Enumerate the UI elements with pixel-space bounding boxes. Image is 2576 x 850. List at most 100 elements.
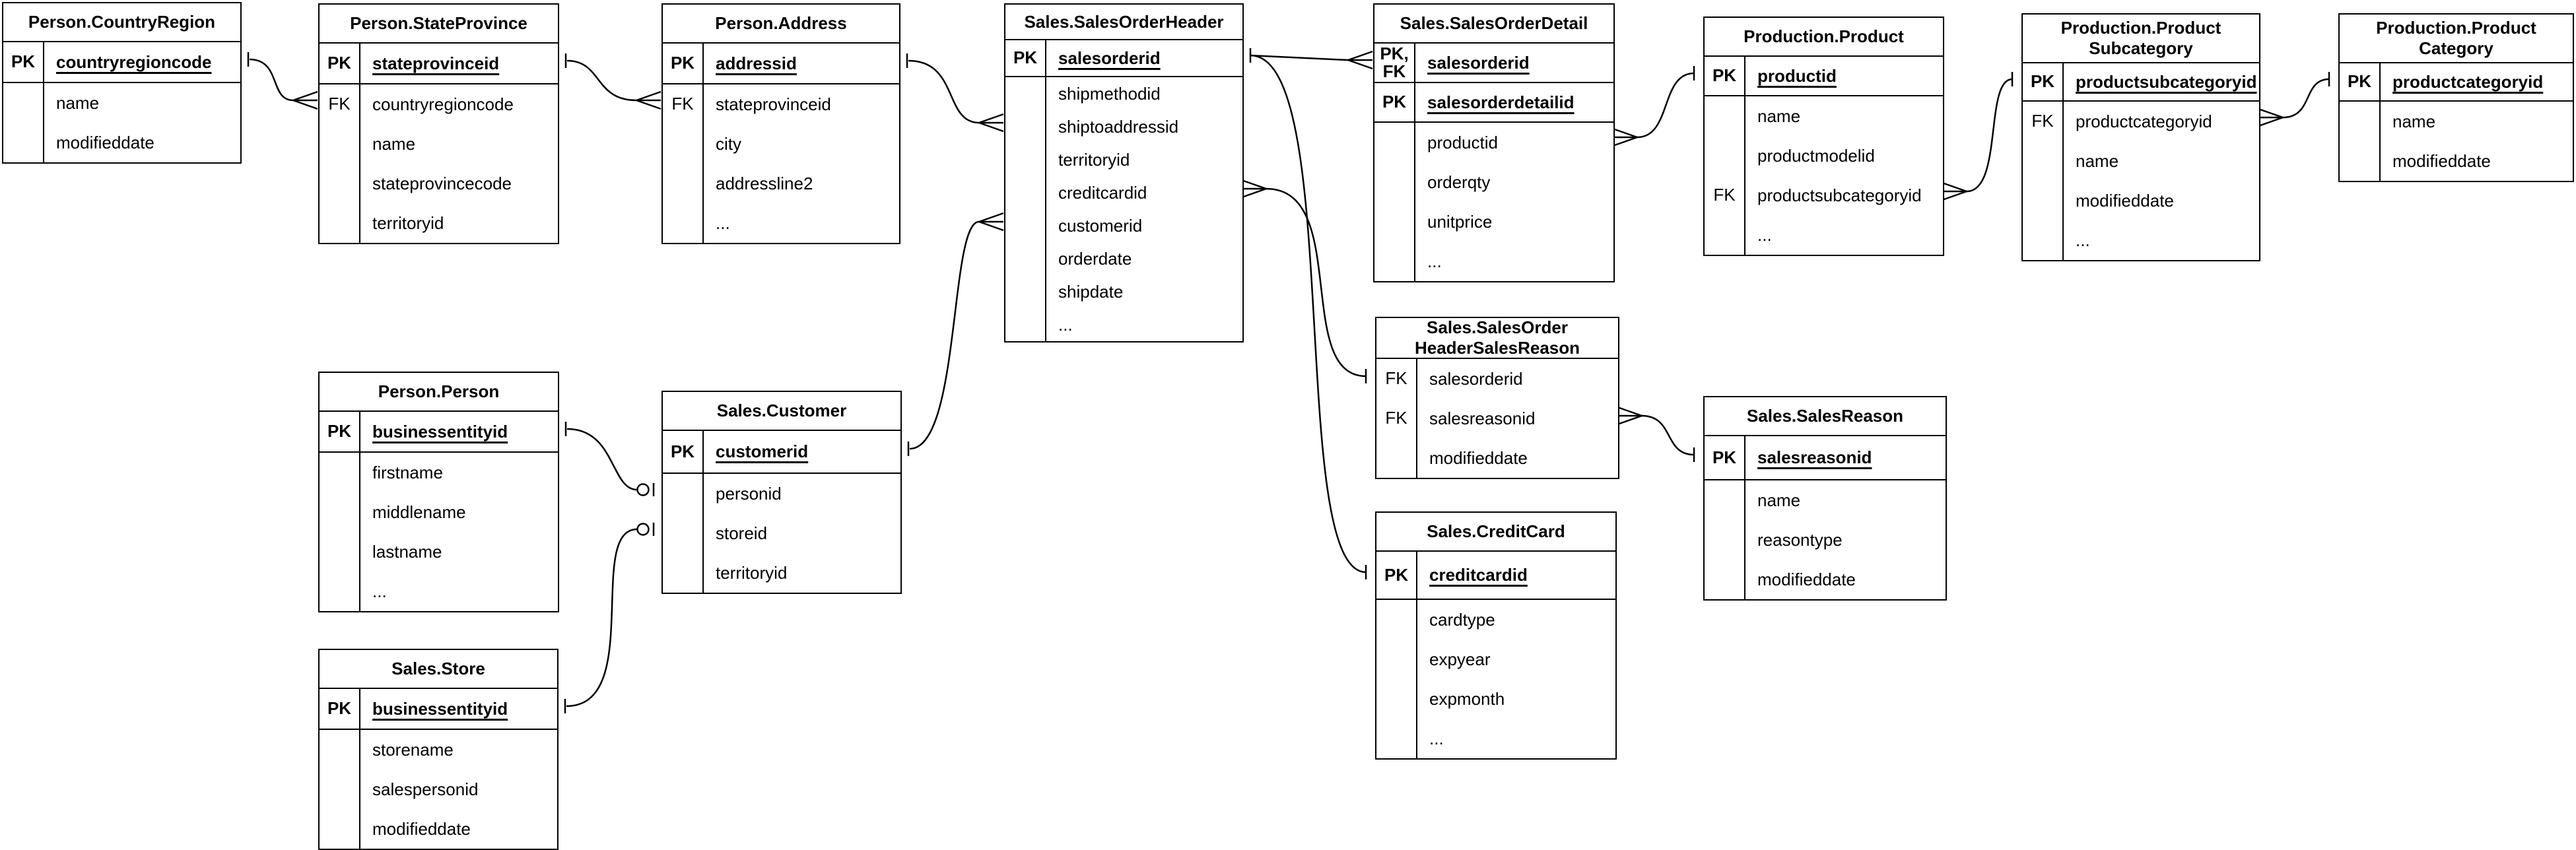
attribute-name: firstname	[372, 462, 443, 482]
key-label	[1376, 600, 1417, 639]
key-label	[2340, 102, 2381, 141]
key-label	[1705, 215, 1746, 255]
key-label	[1005, 209, 1046, 242]
edge-customer-salesorderheader[interactable]	[909, 220, 980, 450]
attribute-row: storeid	[663, 513, 900, 553]
attribute-name: territoryid	[1058, 149, 1130, 170]
attribute-name: countryregioncode	[372, 94, 514, 114]
attribute-row: stateprovincecode	[320, 164, 558, 203]
edge-countryregion-stateprovince[interactable]	[249, 58, 294, 102]
edge-headersalesreason-salesreason[interactable]	[1641, 414, 1695, 456]
key-label	[320, 164, 360, 203]
edge-productsubcategory-productcategory[interactable]	[2282, 78, 2330, 119]
key-label: PK	[1005, 40, 1046, 76]
key-label	[1374, 242, 1415, 281]
circle-tick-marker	[636, 523, 655, 536]
attribute-row: name	[1705, 96, 1943, 136]
attribute-name: ...	[1429, 728, 1444, 748]
key-label: PK	[320, 44, 360, 83]
key-label	[3, 83, 44, 123]
attribute-name: name	[1757, 106, 1801, 126]
key-label	[1705, 560, 1746, 599]
attribute-name: salesreasonid	[1429, 408, 1536, 428]
attribute-row: shipmethodid	[1005, 77, 1242, 110]
attribute-name: ...	[1427, 251, 1442, 271]
attribute-row: city	[663, 124, 899, 164]
key-label: PK	[320, 412, 360, 451]
attribute-name: shipdate	[1058, 281, 1124, 302]
key-label: PK	[663, 431, 704, 473]
key-label	[320, 492, 360, 532]
attribute-name: countryregioncode	[56, 51, 212, 72]
key-label	[1005, 110, 1046, 143]
key-label	[1005, 77, 1046, 110]
attribute-name: salesreasonid	[1757, 447, 1872, 467]
edge-stateprovince-address[interactable]	[566, 59, 637, 102]
attribute-row: name	[2340, 102, 2573, 141]
key-label	[1376, 639, 1417, 679]
key-label	[1376, 719, 1417, 758]
attribute-name: stateprovinceid	[372, 53, 500, 73]
entity-title: Sales.SalesOrder HeaderSalesReason	[1376, 317, 1618, 359]
attribute-name: reasontype	[1757, 529, 1843, 550]
key-label	[1705, 520, 1746, 560]
attribute-name: productid	[1757, 65, 1837, 86]
key-attribute-row: PK stateprovinceid	[320, 44, 558, 84]
key-label	[1005, 176, 1046, 209]
key-label	[3, 123, 44, 162]
crow-marker	[636, 90, 661, 110]
attribute-row: personid	[663, 474, 900, 513]
attribute-name: creditcardid	[1429, 565, 1528, 585]
attribute-row: unitprice	[1374, 202, 1613, 242]
attribute-row: ...	[1376, 719, 1615, 758]
edge-salesorderheader-creditcard[interactable]	[1250, 54, 1367, 573]
key-label	[320, 809, 360, 849]
key-label	[1005, 242, 1046, 275]
edge-store-customer[interactable]	[566, 528, 638, 707]
key-label	[320, 532, 360, 572]
attribute-row: ...	[1005, 308, 1242, 341]
attribute-row: firstname	[320, 453, 558, 492]
attribute-name: productid	[1427, 132, 1498, 152]
entity-title: Sales.SalesReason	[1705, 397, 1946, 436]
edge-person-customer[interactable]	[566, 428, 638, 491]
attribute-name: salespersonid	[372, 779, 479, 799]
edge-salesorderheader-headersalesreason[interactable]	[1266, 187, 1367, 377]
entity-title: Sales.Store	[320, 650, 557, 689]
key-label	[663, 164, 704, 203]
entity-title: Person.CountryRegion	[3, 3, 240, 42]
edge-salesorderheader-salesorderdetail[interactable]	[1250, 54, 1349, 61]
key-label	[1374, 162, 1415, 202]
attribute-row: reasontype	[1705, 520, 1946, 560]
attribute-name: name	[2392, 111, 2436, 131]
attribute-name: ...	[1757, 224, 1772, 245]
edge-salesorderdetail-product[interactable]	[1637, 72, 1695, 139]
attribute-row: name	[1705, 480, 1946, 520]
attribute-name: name	[372, 133, 416, 154]
key-label: FK	[320, 84, 360, 124]
edge-address-salesorderheader[interactable]	[908, 59, 980, 124]
edge-product-productsubcategory[interactable]	[1966, 78, 2013, 193]
